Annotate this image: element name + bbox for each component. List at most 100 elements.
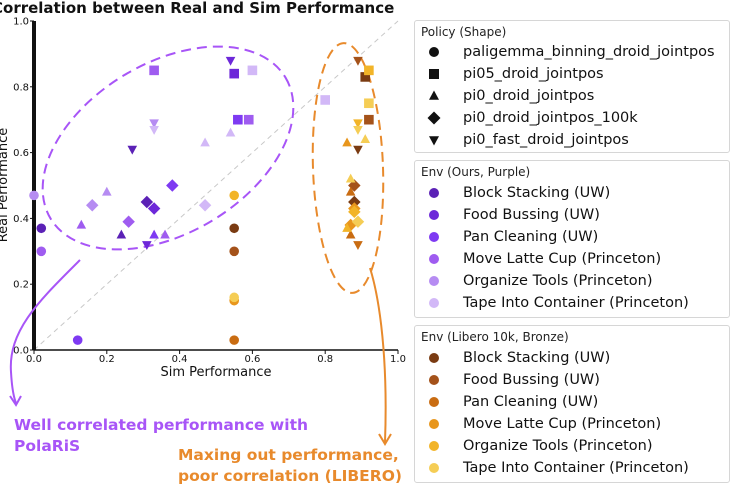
env-legend-1-item-2-marker-shape <box>429 397 439 407</box>
policy-legend-item-3-marker <box>427 111 441 125</box>
data-point-9-1 <box>344 218 357 232</box>
env-legend-0-item-2: Pan Cleaning (UW) <box>425 226 598 248</box>
env-legend-1-item-0-marker <box>429 353 439 363</box>
policy-legend-item-3: pi0_droid_jointpos_100k <box>425 107 638 129</box>
orange-arrowhead <box>378 433 392 446</box>
policy-legend-item-4-marker <box>429 136 439 146</box>
data-point-1-0 <box>229 68 239 79</box>
diagonal-reference-line <box>33 20 399 351</box>
annotation-maxing-out-line1: Maxing out performance, <box>178 446 399 464</box>
env-legend-1-item-0: Block Stacking (UW) <box>425 347 610 369</box>
data-points <box>29 56 374 345</box>
env-legend-0-item-4-label: Organize Tools (Princeton) <box>463 273 653 289</box>
y-axis-label: Real Performance <box>0 128 11 243</box>
annotation-maxing-out: Maxing out performance, poor correlation… <box>178 445 402 487</box>
data-point-4-1 <box>149 119 159 129</box>
policy-legend-item-4-marker-shape <box>429 136 439 146</box>
y-tick-label-4: 0.8 <box>13 82 29 93</box>
env-legend-1-item-2-marker <box>429 397 439 407</box>
policy-legend-item-1: pi05_droid_jointpos <box>425 63 604 85</box>
annotation-well-correlated-line1: Well correlated performance with <box>14 416 309 434</box>
env-legend-1-item-3-marker <box>429 419 439 429</box>
env-legend-1-item-0-marker-shape <box>429 353 439 363</box>
data-point-8-3 <box>345 186 356 196</box>
data-point-5-5 <box>198 199 212 212</box>
data-point-9-2 <box>342 137 352 147</box>
data-point-5-3 <box>200 137 210 147</box>
env-legend-0-item-4: Organize Tools (Princeton) <box>425 270 653 292</box>
env-legend-0-item-0-marker <box>429 188 439 198</box>
y-tick-label-1: 0.2 <box>13 280 29 291</box>
cluster-ellipses <box>41 42 385 294</box>
policy-legend-title: Policy (Shape) <box>421 25 507 39</box>
policy-legend-item-2: pi0_droid_jointpos <box>425 85 594 107</box>
env-legend-0-item-3-marker-shape <box>429 254 439 264</box>
data-point-10-0 <box>229 190 239 201</box>
data-point-8-2 <box>353 241 363 250</box>
data-point-3-5 <box>76 219 87 229</box>
env-legend-1-item-4-marker <box>429 441 439 451</box>
data-point-6-1 <box>360 72 371 82</box>
env-legend-0-item-5: Tape Into Container (Princeton) <box>425 292 689 314</box>
env-legend-0-item-1: Food Bussing (UW) <box>425 204 600 226</box>
env-legend-1-item-1-label: Food Bussing (UW) <box>463 372 600 388</box>
chart-title: Correlation between Real and Sim Perform… <box>0 0 394 17</box>
orange-annotation-arrow <box>369 267 387 443</box>
data-point-10-2 <box>353 119 363 129</box>
env-legend-1-item-1-marker <box>429 375 439 385</box>
purple-arrowhead <box>9 395 22 407</box>
y-tick-label-2: 0.4 <box>13 214 29 225</box>
data-point-0-1 <box>127 145 138 155</box>
annotation-well-correlated-line2: PolaRiS <box>14 437 81 455</box>
env-legend-1-item-0-label: Block Stacking (UW) <box>463 350 611 366</box>
env-legend-0-item-5-label: Tape Into Container (Princeton) <box>463 295 689 311</box>
data-point-6-3 <box>348 195 361 209</box>
data-point-4-3 <box>86 199 99 212</box>
env-legend-1-item-3-label: Move Latte Cup (Princeton) <box>463 416 662 432</box>
policy-legend-item-0-marker <box>429 47 439 57</box>
env-legend-1-item-5: Tape Into Container (Princeton) <box>425 457 689 479</box>
policy-legend-item-3-marker-shape <box>427 111 441 125</box>
data-point-0-0 <box>36 223 47 234</box>
data-point-4-0 <box>29 190 39 201</box>
env-legend-0-item-2-marker <box>429 232 439 242</box>
data-point-5-2 <box>149 125 159 135</box>
data-point-7-2 <box>348 179 361 192</box>
policy-legend-item-1-label: pi05_droid_jointpos <box>463 66 604 82</box>
env-legend-1-item-3-marker-shape <box>429 419 439 429</box>
env-legend-0-item-5-marker-shape <box>429 298 439 308</box>
data-point-4-2 <box>102 186 112 196</box>
env-legend-1-item-1: Food Bussing (UW) <box>425 369 600 391</box>
policy-legend-item-0-label: paligemma_binning_droid_jointpos <box>463 44 715 60</box>
data-point-3-3 <box>122 215 135 228</box>
policy-legend-item-2-marker-shape <box>429 90 439 100</box>
data-point-11-1 <box>364 98 374 109</box>
env-legend-1-item-1-marker-shape <box>429 375 439 385</box>
data-point-3-1 <box>149 65 159 76</box>
policy-legend-item-4: pi0_fast_droid_jointpos <box>425 129 629 151</box>
policy-legend-item-1-marker-shape <box>429 69 439 79</box>
data-point-10-1 <box>364 65 374 76</box>
env-legend-0-item-0-label: Block Stacking (UW) <box>463 185 611 201</box>
orange-cluster-ellipse <box>311 42 385 294</box>
env-legend-0-item-4-marker-shape <box>429 276 439 286</box>
env-legend-0-item-3-marker <box>429 254 439 264</box>
policy-legend-item-0-marker-shape <box>429 47 439 57</box>
annotation-maxing-out-line2: poor correlation (LIBERO) <box>178 467 402 485</box>
data-point-6-0 <box>229 223 239 234</box>
x-tick-label-3: 0.6 <box>244 354 260 365</box>
data-point-8-1 <box>345 229 356 239</box>
purple-annotation-arrow <box>9 259 81 404</box>
data-point-5-1 <box>320 95 330 105</box>
env-legend-1-item-5-marker-shape <box>429 463 439 473</box>
policy-legend-item-3-label: pi0_droid_jointpos_100k <box>463 110 638 126</box>
data-point-7-1 <box>364 114 374 125</box>
y-tick-label-0: 0.0 <box>13 346 29 357</box>
env-legend-0-item-2-label: Pan Cleaning (UW) <box>463 229 599 245</box>
env-legend-1-item-4: Organize Tools (Princeton) <box>425 435 653 457</box>
data-point-1-2 <box>147 202 161 215</box>
policy-legend-item-4-label: pi0_fast_droid_jointpos <box>463 132 629 148</box>
env-legend-1-item-2: Pan Cleaning (UW) <box>425 391 598 413</box>
annotation-well-correlated: Well correlated performance with PolaRiS <box>14 415 308 457</box>
x-tick-label-0: 0.0 <box>26 354 42 365</box>
